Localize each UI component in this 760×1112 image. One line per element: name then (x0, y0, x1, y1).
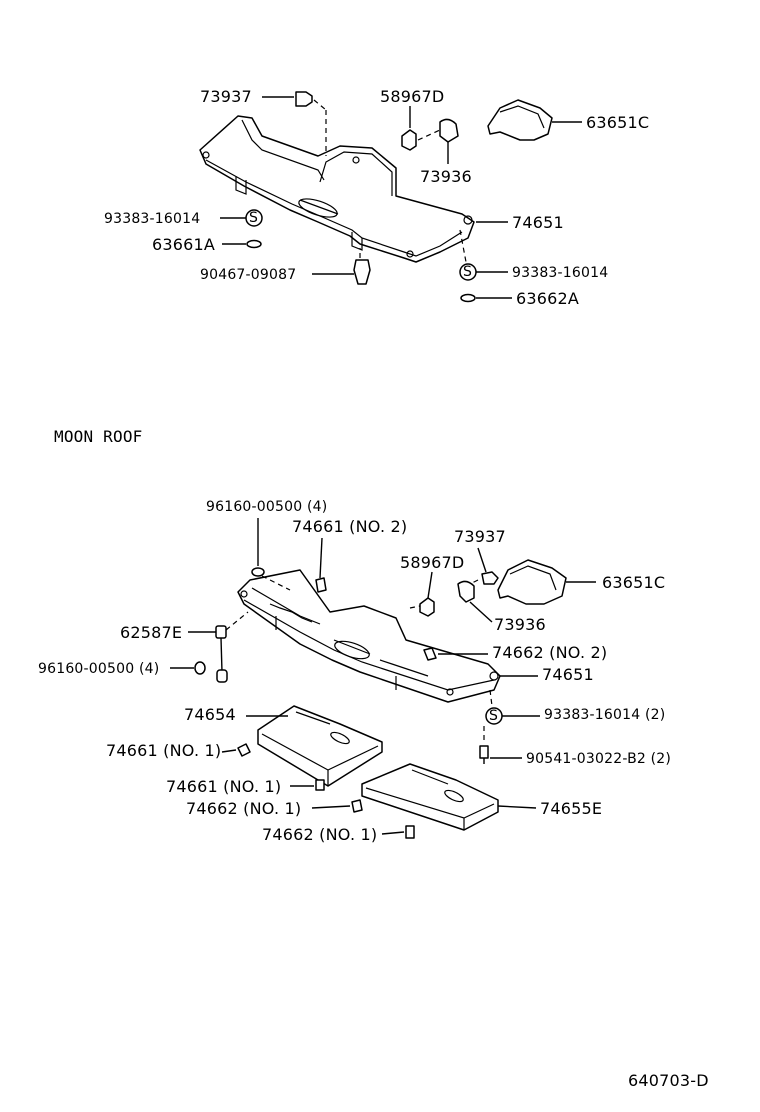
part-label-63651c-moonroof: 63651C (602, 573, 666, 592)
part-label-74662-no1-lower: 74662 (NO. 1) (262, 825, 378, 844)
part-label-96160-00500-lower: 96160-00500 (4) (38, 661, 160, 677)
console-tray-74651-moonroof (237, 569, 501, 703)
section-title: MOON ROOF (54, 427, 143, 446)
s-symbol: S (489, 708, 499, 724)
part-label-73937-moonroof: 73937 (454, 527, 506, 546)
top-console-assembly (199, 91, 582, 303)
part-label-74661-no1-mid: 74661 (NO. 1) (166, 777, 282, 796)
part-label-74661-no1-left: 74661 (NO. 1) (106, 741, 222, 760)
part-label-73936-moonroof: 73936 (494, 615, 546, 634)
part-label-73936: 73936 (420, 167, 472, 186)
part-label-74651-moonroof: 74651 (542, 665, 594, 684)
part-label-58967d-moonroof: 58967D (400, 553, 465, 572)
part-label-93383-16014-2: 93383-16014 (2) (544, 707, 666, 723)
part-label-73937: 73937 (200, 87, 252, 106)
part-label-74655e: 74655E (540, 799, 603, 818)
part-label-74654: 74654 (184, 705, 236, 724)
part-label-90541-03022-b2: 90541-03022-B2 (2) (526, 751, 672, 767)
part-label-62587e: 62587E (120, 623, 183, 642)
part-label-74651-top: 74651 (512, 213, 564, 232)
part-label-93383-16014-right: 93383-16014 (512, 265, 609, 281)
part-label-74662-no1-upper: 74662 (NO. 1) (186, 799, 302, 818)
s-symbol: S (249, 210, 259, 226)
part-label-93383-16014-left: 93383-16014 (104, 211, 201, 227)
part-label-58967d: 58967D (380, 87, 445, 106)
part-label-74662-no2: 74662 (NO. 2) (492, 643, 608, 662)
part-label-63661a: 63661A (152, 235, 216, 254)
part-label-63651c: 63651C (586, 113, 650, 132)
moon-roof-console-assembly (170, 518, 596, 839)
part-label-74661-no2: 74661 (NO. 2) (292, 517, 408, 536)
part-label-63662a: 63662A (516, 289, 580, 308)
lower-tray-74655e (361, 763, 499, 831)
s-symbol: S (463, 264, 473, 280)
part-label-96160-00500-upper: 96160-00500 (4) (206, 499, 328, 515)
console-tray-74651-top (199, 115, 475, 263)
part-label-90467-09087: 90467-09087 (200, 267, 297, 283)
lower-tray-74654 (257, 705, 383, 787)
figure-code: 640703-D (628, 1071, 709, 1090)
